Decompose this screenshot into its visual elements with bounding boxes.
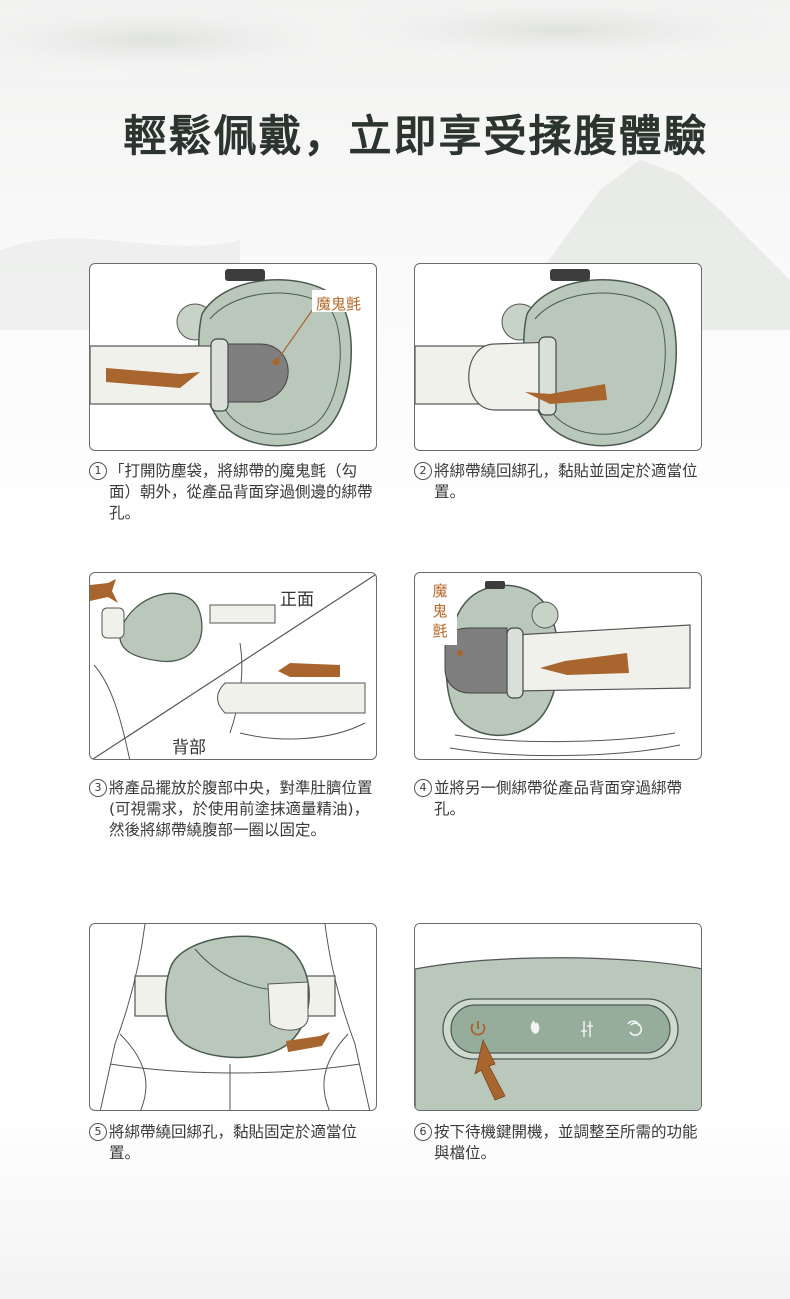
step-6-illustration	[414, 923, 702, 1111]
step-4-illustration: 魔鬼氈	[414, 572, 702, 760]
step-text: 按下待機鍵開機，並調整至所需的功能與檔位。	[434, 1123, 698, 1162]
step-5-illustration	[89, 923, 377, 1111]
step-6-caption: 6 按下待機鍵開機，並調整至所需的功能與檔位。	[414, 1122, 702, 1164]
step-1-illustration: 魔鬼氈	[89, 263, 377, 451]
front-label: 正面	[280, 590, 314, 610]
step-5-caption: 5 將綁帶繞回綁孔，黏貼固定於適當位置。	[89, 1122, 379, 1164]
step-text: 將產品擺放於腹部中央，對準肚臍位置(可視需求，於使用前塗抹適量精油)，然後將綁帶…	[109, 779, 373, 839]
step-3-illustration: 正面 背部	[89, 572, 377, 760]
step-number: 6	[414, 1123, 432, 1141]
step-number: 3	[89, 779, 107, 797]
step-1-caption: 1 「打開防塵袋，將綁帶的魔鬼氈（勾面）朝外，從產品背面穿過側邊的綁帶孔。	[89, 461, 377, 524]
step-text: 將綁帶繞回綁孔，黏貼並固定於適當位置。	[434, 462, 698, 501]
step-text: 將綁帶繞回綁孔，黏貼固定於適當位置。	[109, 1123, 358, 1162]
power-icon[interactable]	[470, 1021, 486, 1036]
page-title: 輕鬆佩戴，立即享受揉腹體驗	[123, 112, 709, 162]
step-number: 1	[89, 462, 107, 480]
step-2-caption: 2 將綁帶繞回綁孔，黏貼並固定於適當位置。	[414, 461, 702, 503]
back-label: 背部	[172, 738, 206, 758]
adjust-icon[interactable]	[581, 1021, 593, 1037]
step-2-illustration	[414, 263, 702, 451]
velcro-label: 魔鬼氈	[432, 582, 448, 640]
velcro-label: 魔鬼氈	[316, 295, 362, 313]
cycle-icon[interactable]	[627, 1020, 643, 1036]
step-number: 2	[414, 462, 432, 480]
step-text: 「打開防塵袋，將綁帶的魔鬼氈（勾面）朝外，從產品背面穿過側邊的綁帶孔。	[109, 462, 373, 522]
heat-icon[interactable]	[530, 1020, 540, 1034]
step-4-caption: 4 並將另一側綁帶從產品背面穿過綁帶孔。	[414, 778, 702, 820]
step-3-caption: 3 將產品擺放於腹部中央，對準肚臍位置(可視需求，於使用前塗抹適量精油)，然後將…	[89, 778, 379, 841]
step-text: 並將另一側綁帶從產品背面穿過綁帶孔。	[434, 779, 683, 818]
step-number: 5	[89, 1123, 107, 1141]
step-number: 4	[414, 779, 432, 797]
